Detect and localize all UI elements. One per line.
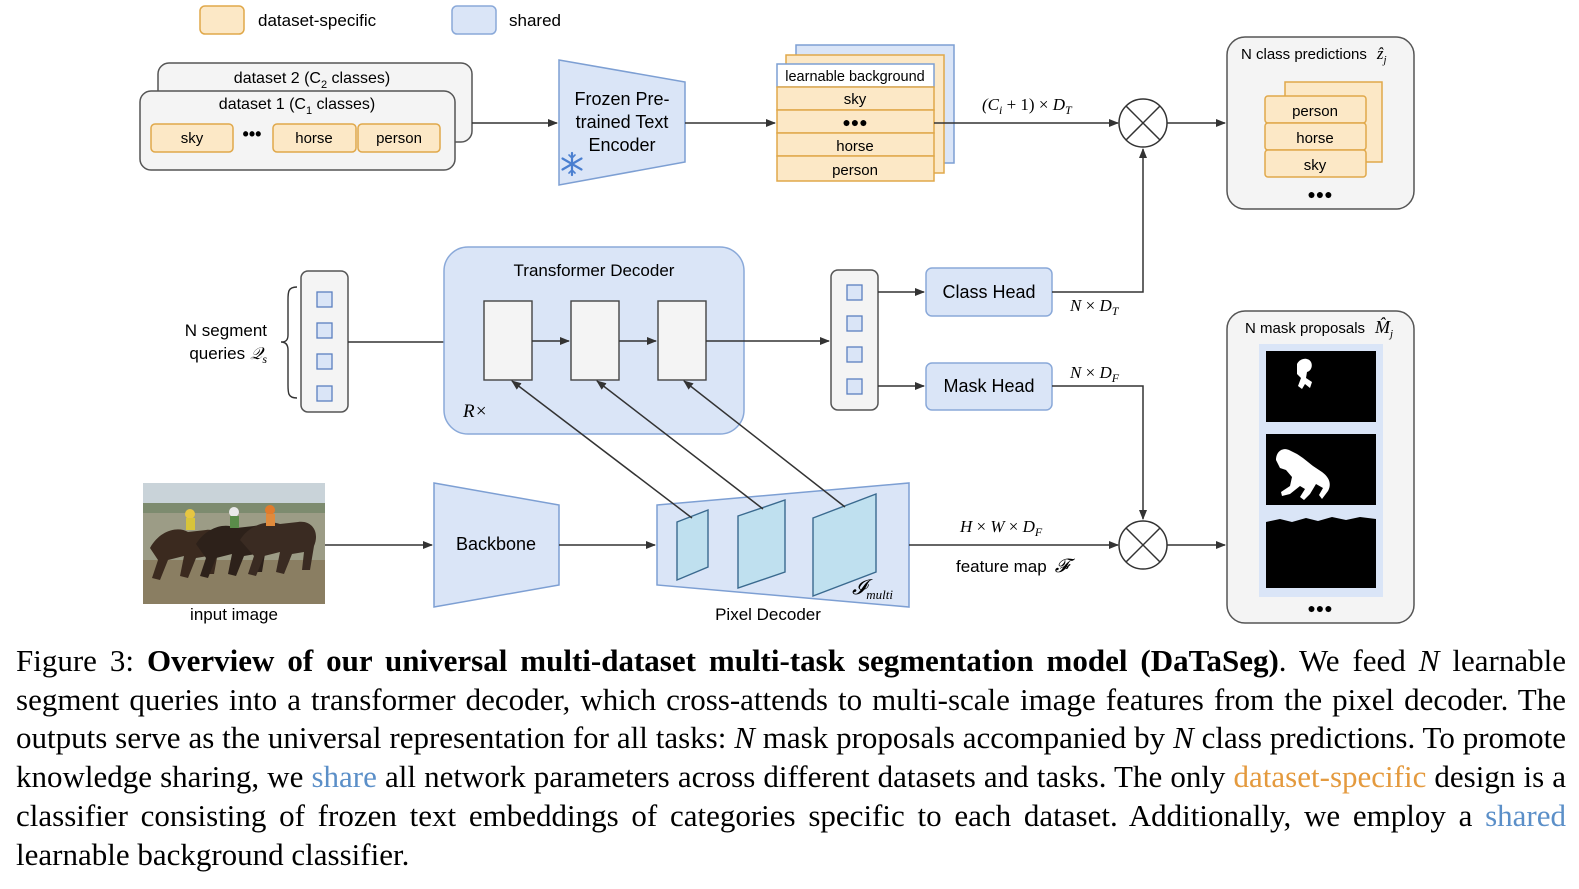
backbone-label: Backbone — [456, 534, 536, 554]
class-head-label: Class Head — [942, 282, 1035, 302]
mask-proposal-ground — [1266, 517, 1376, 588]
legend: dataset-specific shared — [199, 5, 561, 35]
text-encoder-line-2: trained Text — [576, 112, 669, 132]
class-pred-sky-label: sky — [1304, 157, 1327, 174]
i-multi-label: 𝓘multi — [852, 575, 893, 602]
caption-shared-highlight: shared — [1485, 797, 1566, 833]
feature-level-2 — [737, 499, 786, 589]
caption-share-highlight: share — [311, 759, 377, 795]
architecture-diagram: dataset-specific shared dataset 2 (C2 cl… — [139, 5, 1415, 624]
legend-shared-label: shared — [509, 11, 561, 30]
cross-attn-arrow-1 — [511, 380, 693, 519]
class-chip-ellipsis: ••• — [243, 124, 262, 144]
embedding-row-sky-label: sky — [844, 91, 867, 108]
mask-head: Mask Head — [925, 362, 1053, 411]
feature-level-1 — [676, 508, 709, 582]
hwdf-label: H × W × DF — [959, 517, 1043, 539]
output-token-2 — [846, 315, 863, 332]
embedding-row-person-label: person — [832, 162, 878, 179]
class-pred-horse-label: horse — [1296, 130, 1334, 147]
dataset-1-label: dataset 1 (C1 classes) — [219, 96, 375, 117]
query-token-4 — [316, 385, 333, 402]
dataset-2-label: dataset 2 (C2 classes) — [234, 70, 390, 91]
r-times-label: R× — [462, 401, 487, 422]
dataset-cards: dataset 2 (C2 classes) dataset 1 (C1 cla… — [139, 62, 473, 171]
arrow-mask-head-to-product — [1052, 385, 1147, 520]
mask-proposal-person — [1266, 351, 1376, 422]
text-encoder-line-3: Encoder — [588, 135, 655, 155]
ci-dt-label: (Ci + 1) × DT — [982, 95, 1073, 117]
query-token-2 — [316, 322, 333, 339]
figure-caption: Figure 3: Overview of our universal mult… — [16, 643, 1567, 872]
query-token-1 — [316, 291, 333, 308]
cross-attn-arrow-2 — [596, 380, 764, 510]
output-embeddings — [830, 269, 879, 411]
embedding-row-person — [776, 155, 935, 182]
class-head: Class Head — [925, 267, 1053, 317]
legend-dataset-specific-label: dataset-specific — [258, 11, 377, 30]
class-chip-person-label: person — [376, 130, 422, 147]
backbone: Backbone — [433, 482, 560, 608]
class-pred-sky — [1264, 149, 1367, 178]
embedding-row-horse-label: horse — [836, 138, 874, 155]
query-token-3 — [316, 353, 333, 370]
caption-title: Overview of our universal multi-dataset … — [146, 643, 1279, 678]
legend-shared-swatch — [451, 5, 497, 35]
class-chip-sky — [150, 123, 234, 153]
class-chip-person — [357, 123, 441, 153]
class-pred-person-label: person — [1292, 103, 1338, 120]
feature-level-3 — [812, 492, 877, 598]
queries-brace — [280, 286, 298, 399]
pixel-decoder-label: Pixel Decoder — [715, 605, 821, 624]
arrow-class-head-to-product — [1052, 148, 1147, 293]
output-token-3 — [846, 346, 863, 363]
decoder-layer-3 — [657, 300, 707, 381]
mask-proposals-ellipsis: ●●● — [1307, 600, 1332, 616]
output-token-4 — [846, 378, 863, 395]
mask-head-label: Mask Head — [943, 376, 1034, 396]
class-product-operator — [1118, 98, 1168, 148]
n-df-label: N × DF — [1069, 363, 1120, 385]
input-image-label: input image — [190, 605, 278, 624]
class-pred-ellipsis: ●●● — [1307, 186, 1332, 202]
queries-label-line-1: N segment — [185, 321, 267, 340]
output-token-1 — [846, 284, 863, 301]
class-chip-horse — [272, 123, 357, 153]
class-chip-horse-label: horse — [295, 130, 333, 147]
embedding-row-ellipsis-label: ●●● — [842, 114, 867, 130]
text-embeddings-stack: learnable background sky ●●● horse perso… — [776, 44, 955, 182]
frozen-text-encoder: Frozen Pre- trained Text Encoder — [558, 59, 686, 186]
class-chip-sky-label: sky — [181, 130, 204, 147]
decoder-layer-1 — [483, 300, 533, 381]
caption-dataset-specific-highlight: dataset-specific — [1233, 759, 1427, 795]
decoder-layer-2 — [570, 300, 620, 381]
n-dt-label: N × DT — [1069, 296, 1120, 318]
cross-attn-arrow-3 — [683, 380, 846, 508]
snowflake-icon — [561, 151, 583, 177]
transformer-decoder-title: Transformer Decoder — [514, 261, 675, 280]
embedding-background-label: learnable background — [785, 69, 924, 85]
transformer-decoder: Transformer Decoder R× — [443, 246, 745, 435]
legend-dataset-specific-swatch — [199, 5, 245, 35]
pixel-decoder: 𝓘multi — [656, 482, 910, 608]
input-image — [143, 483, 325, 604]
mask-product-operator — [1118, 520, 1168, 570]
text-encoder-line-1: Frozen Pre- — [574, 89, 669, 109]
